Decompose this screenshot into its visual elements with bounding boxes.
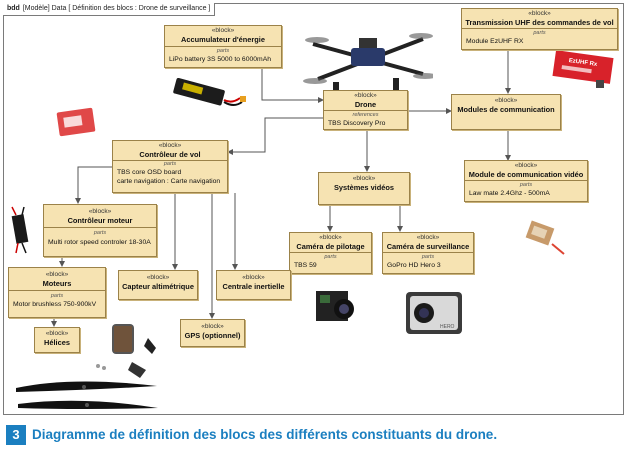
line-accumulateur-drone	[261, 68, 324, 103]
fpv-camera-image	[316, 291, 354, 321]
motor-props-image	[96, 324, 156, 378]
stereotype: «block»	[45, 271, 69, 278]
block-name: Hélices	[44, 338, 70, 347]
gopro-label: HERO	[440, 324, 455, 330]
block-name: GPS (optionnel)	[184, 331, 241, 340]
stereotype: «block»	[146, 274, 170, 281]
compartment-label: parts	[519, 182, 533, 188]
video-tx-image	[525, 220, 565, 255]
stereotype: «block»	[201, 323, 224, 330]
stereotype: «block»	[158, 142, 182, 149]
stereotype: «block»	[416, 234, 440, 241]
stereotype: «block»	[528, 10, 551, 17]
block-name: Capteur altimétrique	[122, 282, 194, 291]
compartment-label: parts	[216, 48, 230, 54]
block-name: Contrôleur moteur	[67, 216, 133, 225]
compartment-label: parts	[93, 230, 107, 236]
compartment-label: references	[352, 112, 379, 118]
block-modules-communication[interactable]: «block» Modules de communication	[451, 94, 561, 130]
stereotype: «block»	[88, 208, 112, 215]
block-name: Caméra de surveillance	[386, 242, 470, 251]
line-drone-controleur	[227, 117, 323, 155]
flight-controller-image	[56, 107, 96, 137]
block-camera-pilotage[interactable]: «block» Caméra de pilotage parts TBS 59	[289, 232, 372, 274]
block-name: Module de communication vidéo	[468, 170, 584, 179]
compartment-label: parts	[324, 254, 337, 260]
stereotype: «block»	[354, 92, 377, 99]
block-camera-surveillance[interactable]: «block» Caméra de surveillance parts GoP…	[382, 232, 474, 274]
gopro-image: HERO	[406, 292, 462, 334]
ezuhf-receiver-image: EzUHF Rx	[552, 50, 614, 88]
stereotype: «block»	[211, 27, 235, 34]
caption-number: 3	[6, 425, 26, 445]
block-systemes-video[interactable]: «block» Systèmes vidéos	[318, 172, 410, 205]
stereotype: «block»	[45, 330, 69, 337]
compartment-label: parts	[163, 161, 177, 167]
block-name: Systèmes vidéos	[334, 183, 394, 192]
frame-tab: bdd[Modèle] Data [ Définition des blocs …	[3, 3, 216, 16]
block-moteurs[interactable]: «block» Moteurs parts Motor brushless 75…	[8, 267, 106, 318]
block-transmission[interactable]: «block» Transmission UHF des commandes d…	[461, 8, 618, 50]
block-part: Law mate 2.4Ghz - 500mA	[469, 190, 550, 197]
stereotype: «block»	[494, 97, 518, 104]
battery-image	[173, 78, 246, 106]
stereotype: «block»	[352, 175, 376, 182]
compartment-label: parts	[533, 30, 546, 36]
block-name: Modules de communication	[457, 105, 555, 114]
ezuhf-label: EzUHF Rx	[568, 58, 598, 68]
block-part: Module EzUHF RX	[466, 38, 524, 45]
block-name: Centrale inertielle	[222, 282, 285, 291]
block-name: Contrôleur de vol	[139, 150, 201, 159]
block-name: Drone	[354, 100, 377, 109]
compartment-label: parts	[50, 293, 64, 299]
block-centrale-inertielle[interactable]: «block» Centrale inertielle	[216, 270, 291, 300]
block-name: Transmission UHF des commandes de vol	[465, 18, 614, 27]
block-part-1: TBS core OSD board	[117, 169, 182, 176]
block-controleur-moteur[interactable]: «block» Contrôleur moteur parts Multi ro…	[43, 204, 157, 257]
line-controleur-moteur	[75, 166, 112, 204]
block-drone[interactable]: «block» Drone references TBS Discovery P…	[323, 90, 408, 130]
figure-caption: Diagramme de définition des blocs des di…	[32, 427, 498, 442]
drone-image	[303, 33, 433, 92]
block-capteur-altimetrique[interactable]: «block» Capteur altimétrique	[118, 270, 198, 300]
stereotype: «block»	[319, 234, 342, 241]
block-accumulateur[interactable]: «block» Accumulateur d'énergie parts LiP…	[164, 25, 282, 68]
frame-keyword: bdd	[7, 5, 20, 12]
block-part: LiPo battery 3S 5000 to 6000mAh	[169, 56, 272, 63]
block-gps[interactable]: «block» GPS (optionnel)	[180, 319, 245, 347]
block-name: Moteurs	[42, 279, 72, 288]
block-part-2: carte navigation : Carte navigation	[117, 178, 221, 185]
block-name: Accumulateur d'énergie	[181, 35, 265, 44]
block-name: Caméra de pilotage	[296, 242, 365, 251]
esc-image	[11, 206, 29, 254]
block-helices[interactable]: «block» Hélices	[34, 327, 80, 353]
block-part: TBS 59	[294, 262, 317, 269]
block-part: Motor brushless 750-900kV	[13, 301, 97, 308]
frame-label: [Modèle] Data [ Définition des blocs : D…	[22, 5, 211, 12]
stereotype: «block»	[514, 162, 538, 169]
block-part: GoPro HD Hero 3	[387, 262, 441, 269]
propellers-image	[16, 381, 158, 409]
block-part: TBS Discovery Pro	[328, 120, 386, 127]
block-module-video[interactable]: «block» Module de communication vidéo pa…	[464, 160, 588, 202]
stereotype: «block»	[242, 274, 265, 281]
block-controleur-vol[interactable]: «block» Contrôleur de vol parts TBS core…	[112, 140, 228, 193]
compartment-label: parts	[421, 254, 435, 260]
block-part: Multi rotor speed controler 18-30A	[48, 239, 151, 246]
